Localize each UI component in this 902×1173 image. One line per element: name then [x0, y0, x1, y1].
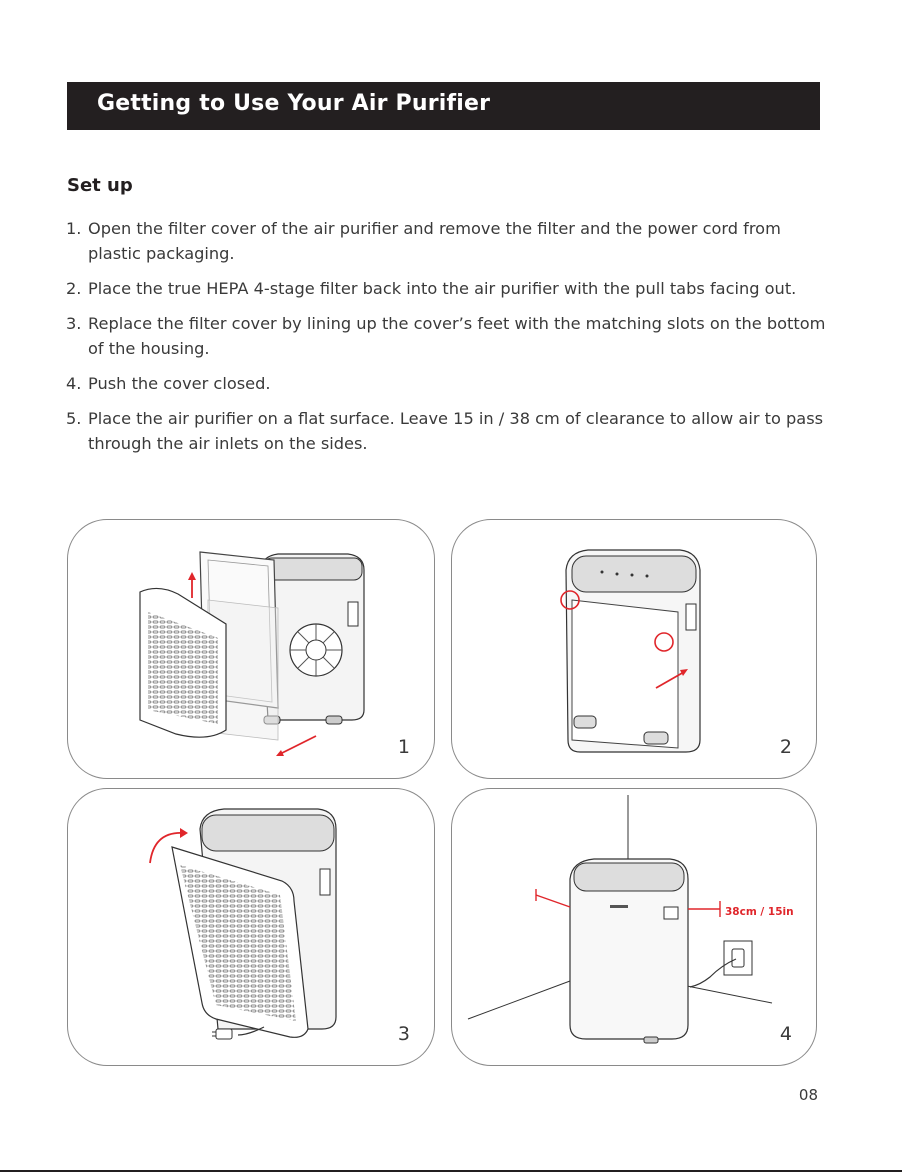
step-text: Push the cover closed.	[88, 374, 271, 393]
illustration-panel-2: 2	[451, 519, 817, 779]
purifier-cover-alignment-illustration	[560, 549, 701, 753]
step-item: 3. Replace the filter cover by lining up…	[66, 311, 826, 361]
page-number: 08	[798, 1086, 818, 1104]
illustration-number: 2	[779, 736, 792, 758]
bottom-rule	[0, 1170, 902, 1172]
step-number: 1.	[66, 219, 82, 238]
step-number: 2.	[66, 279, 82, 298]
page-title: Getting to Use Your Air Purifier	[97, 91, 491, 116]
step-item: 1. Open the filter cover of the air puri…	[66, 216, 826, 266]
setup-steps-list: 1. Open the filter cover of the air puri…	[66, 216, 826, 466]
illustration-panel-4: 38cm / 15in 4	[451, 788, 817, 1066]
illustration-number: 3	[397, 1023, 410, 1045]
step-item: 5. Place the air purifier on a flat surf…	[66, 406, 826, 456]
purifier-clearance-illustration	[467, 795, 773, 1044]
illustration-number: 1	[397, 736, 410, 758]
step-text: Place the true HEPA 4-stage filter back …	[88, 279, 797, 298]
clearance-label: 38cm / 15in	[725, 906, 794, 918]
step-number: 3.	[66, 314, 82, 333]
section-header-bar: Getting to Use Your Air Purifier	[67, 82, 820, 130]
purifier-open-filter-illustration	[139, 551, 365, 756]
step-text: Place the air purifier on a flat surface…	[88, 409, 824, 453]
illustration-panel-3: 3	[67, 788, 435, 1066]
step-number: 4.	[66, 374, 82, 393]
illustration-number: 4	[779, 1023, 792, 1045]
illustration-panel-1: 1	[67, 519, 435, 779]
step-number: 5.	[66, 409, 82, 428]
step-text: Replace the filter cover by lining up th…	[88, 314, 826, 358]
step-text: Open the filter cover of the air purifie…	[88, 219, 781, 263]
section-title: Set up	[67, 175, 133, 196]
purifier-close-cover-illustration	[149, 808, 337, 1040]
step-item: 2. Place the true HEPA 4-stage filter ba…	[66, 276, 826, 301]
step-item: 4. Push the cover closed.	[66, 371, 826, 396]
